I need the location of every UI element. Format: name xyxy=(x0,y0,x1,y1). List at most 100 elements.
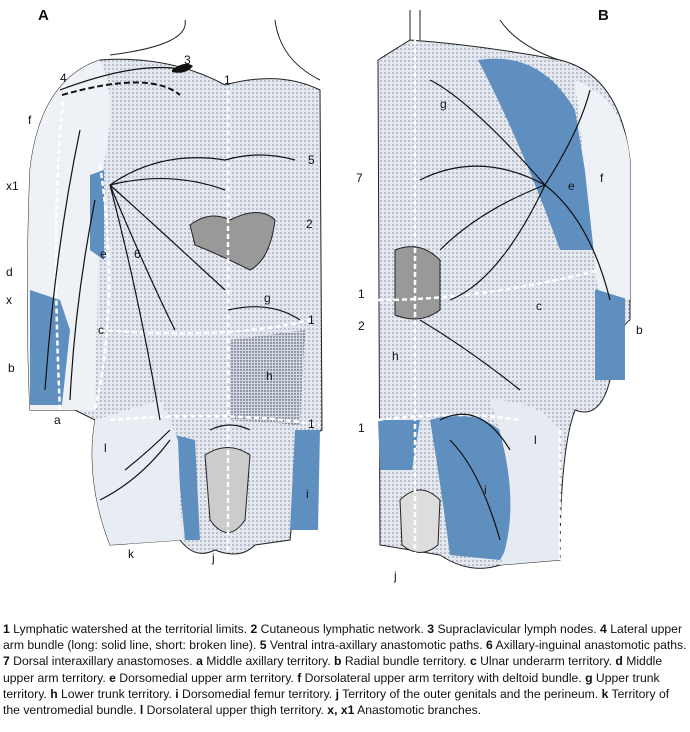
label-k: k xyxy=(128,547,135,561)
label-g: g xyxy=(440,97,447,111)
panel-a-lymph-vessels xyxy=(44,66,301,501)
caption-text: Radial bundle territory. xyxy=(341,654,470,669)
label-c: c xyxy=(98,323,104,337)
label-x1: x1 xyxy=(6,179,19,193)
label-l: l xyxy=(534,433,537,447)
caption-key: a xyxy=(196,654,203,669)
caption-text: Upper trunk territory. xyxy=(3,670,660,701)
panel-b-territory-i-right xyxy=(430,415,516,560)
label-f: f xyxy=(28,113,32,127)
label-f: f xyxy=(600,171,604,185)
panel-a-neck-outline xyxy=(109,19,321,81)
panel-b-territory-l xyxy=(490,400,560,565)
label-h: h xyxy=(392,349,399,363)
caption-text: Dorsomedial upper arm territory. xyxy=(115,670,298,685)
caption-key: e xyxy=(109,670,116,685)
panel-a-territory-b xyxy=(30,290,70,405)
caption-text: Cutaneous lymphatic network. xyxy=(257,622,428,636)
label-5: 5 xyxy=(308,153,315,167)
caption-text: Middle axillary territory. xyxy=(202,654,335,669)
label-6: 6 xyxy=(134,247,141,261)
panel-b-lymph-vessels xyxy=(419,79,611,541)
label-b: b xyxy=(636,323,643,337)
label-1-lower: 1 xyxy=(308,313,315,327)
caption-key: f xyxy=(297,670,302,685)
label-1: 1 xyxy=(358,287,365,301)
caption-key: b xyxy=(334,654,342,669)
label-1-lower: 1 xyxy=(358,421,365,435)
caption-text: Ulnar underarm territory. xyxy=(476,654,616,669)
caption-key: x, x1 xyxy=(327,703,355,718)
caption-text: Lymphatic watershed at the territorial l… xyxy=(9,622,251,636)
label-7: 7 xyxy=(356,171,363,185)
label-3: 3 xyxy=(184,53,191,67)
panel-b-territory-i-left xyxy=(378,420,420,470)
label-j: j xyxy=(393,569,397,583)
caption-key: 1 xyxy=(3,622,10,636)
panel-b-territory-b xyxy=(595,285,625,380)
label-2: 2 xyxy=(358,319,365,333)
caption-text: Dorsolateral upper arm territory with de… xyxy=(301,670,586,685)
figure-caption: 1 Lymphatic watershed at the territorial… xyxy=(3,621,687,718)
caption-key: g xyxy=(585,670,593,685)
label-2: 2 xyxy=(306,217,313,231)
label-e: e xyxy=(100,247,107,261)
caption-key: j xyxy=(335,686,339,701)
caption-key: k xyxy=(601,686,609,701)
label-i: i xyxy=(306,487,309,501)
caption-text: Territory of the ventromedial bundle. xyxy=(3,686,670,718)
caption-key: 3 xyxy=(427,622,435,636)
panel-a-territory-h xyxy=(230,330,305,425)
caption-text: Anastomotic branches. xyxy=(354,703,482,718)
caption-text: Axillary-inguinal anastomotic paths. xyxy=(492,638,687,653)
label-x: x xyxy=(6,293,12,307)
panel-a-watersheds xyxy=(54,84,321,550)
label-b: b xyxy=(8,361,15,375)
panel-b-network-2 xyxy=(394,246,441,320)
label-1-groin: 1 xyxy=(308,417,315,431)
caption-text: Dorsomedial femur territory. xyxy=(178,686,336,701)
panel-a-territory-l xyxy=(92,400,182,545)
label-j: j xyxy=(211,551,215,565)
label-e: e xyxy=(568,179,575,193)
panel-a-title: A xyxy=(38,7,49,24)
panel-a-supraclavicular-node xyxy=(172,63,193,73)
caption-key: h xyxy=(50,686,58,701)
caption-key: 5 xyxy=(259,638,267,653)
label-1: 1 xyxy=(224,73,231,87)
caption-key: d xyxy=(615,654,623,669)
caption-key: 4 xyxy=(600,622,607,636)
panel-a-ventral-view: A 3 4 1 f x1 5 2 6 e d x c b a g 1 h 1 l… xyxy=(6,7,323,565)
panel-b-title: B xyxy=(598,7,609,24)
panel-a-territory-i-left xyxy=(175,435,200,540)
label-c: c xyxy=(536,299,542,313)
caption-text: Ventral intra-axillary anastomotic paths… xyxy=(266,638,487,653)
label-l: l xyxy=(104,441,107,455)
caption-key: 7 xyxy=(3,654,10,669)
caption-text: Lower trunk territory. xyxy=(57,686,176,701)
caption-text: Dorsal interaxillary anastomoses. xyxy=(9,654,197,669)
label-4: 4 xyxy=(60,71,67,85)
panel-a-territory-i-right xyxy=(290,430,320,530)
lymphatic-territories-figure: A 3 4 1 f x1 5 2 6 e d x c b a g 1 h 1 l… xyxy=(6,7,643,583)
panel-b-watersheds xyxy=(377,40,601,560)
caption-key: c xyxy=(469,654,477,669)
panel-b-dorsal-view: B g 7 e f 1 2 c b h 1 l i j xyxy=(356,7,643,583)
label-a: a xyxy=(54,413,61,427)
panel-b-territory-f xyxy=(575,80,630,300)
caption-key: 2 xyxy=(250,622,258,636)
caption-text: Supraclavicular lymph nodes. xyxy=(434,622,601,636)
caption-text: Territory of the outer genitals and the … xyxy=(338,686,602,701)
caption-text: Middle upper arm territory. xyxy=(3,654,663,685)
caption-text: Dorsolateral upper thigh territory. xyxy=(143,703,328,718)
panel-a-territory-e xyxy=(90,170,104,260)
panel-b-genitals xyxy=(399,489,441,553)
caption-key: l xyxy=(139,703,144,718)
caption-key: i xyxy=(175,686,179,701)
panel-b-territory-e xyxy=(478,58,598,251)
caption-text: Lateral upper arm bundle (long: solid li… xyxy=(3,622,683,653)
label-i: i xyxy=(484,483,487,497)
label-d: d xyxy=(6,265,13,279)
caption-key: 6 xyxy=(486,638,493,653)
label-g: g xyxy=(264,291,271,305)
